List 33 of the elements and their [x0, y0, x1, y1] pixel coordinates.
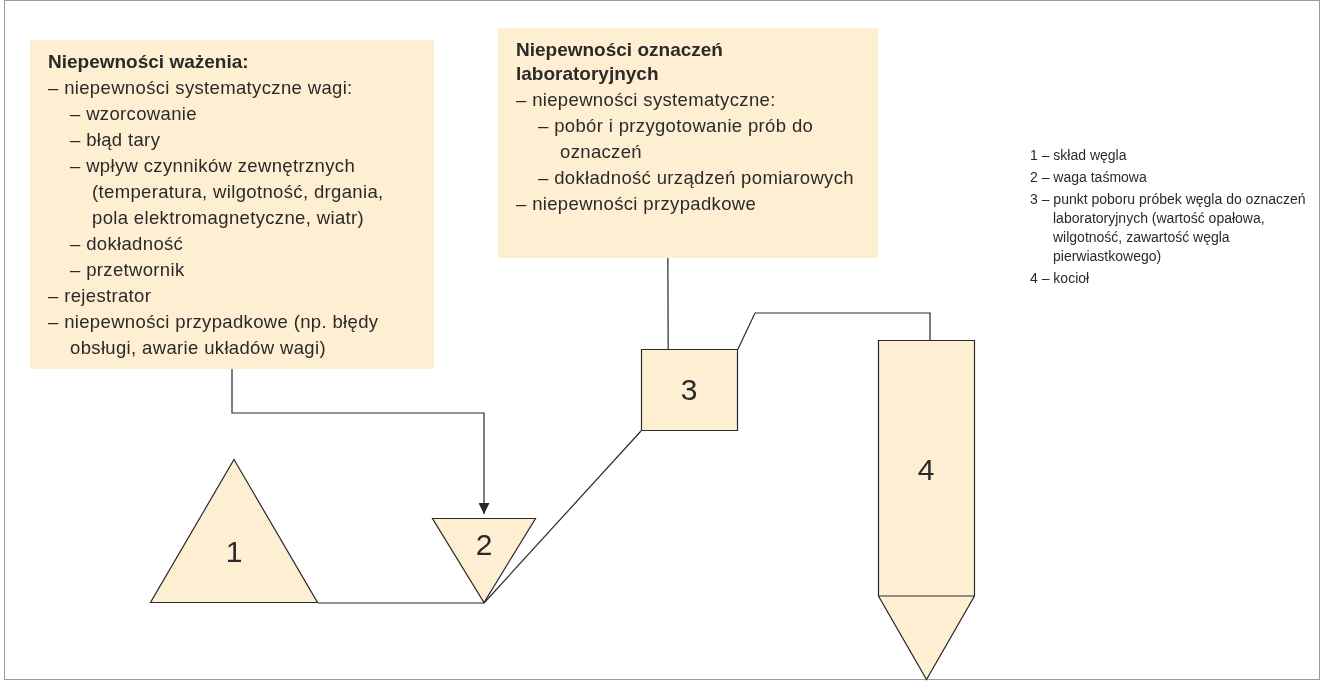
key-entry: 4 – kocioł: [1030, 269, 1091, 288]
note-box: [498, 28, 878, 258]
box-heading: Niepewności ważenia:: [48, 50, 250, 74]
connector-line: [483, 430, 642, 604]
inverted-triangle-symbol: [432, 518, 536, 603]
list-item: – pobór i przygotowanie prób do oznaczeń: [537, 114, 815, 164]
arrow: [231, 368, 490, 515]
box-heading: Niepewności oznaczeń laboratoryjnych: [516, 38, 724, 86]
square-symbol: [641, 349, 738, 431]
note-box: [30, 40, 434, 369]
list-item: – dokładność: [69, 232, 185, 256]
list-item: – przetwornik: [69, 258, 186, 282]
node-number: 3: [679, 375, 699, 405]
list-item: – niepewności systematyczne wagi:: [48, 76, 354, 100]
list-item: – dokładność urządzeń pomiarowych: [537, 166, 855, 190]
key-entry: 1 – skład węgla: [1030, 146, 1128, 165]
connector-line: [317, 602, 485, 604]
list-item: – wpływ czynników zewnętrznych (temperatura, wilgotność, drgania, pola elektromagnetyczne, wiatr): [69, 154, 385, 230]
connector-line: [667, 257, 669, 350]
key-entry: 3 – punkt poboru próbek węgla do oznaczeń laboratoryjnych (wartość opałowa, wilgotność, zawartość węgla pierwiastkowego): [1030, 190, 1307, 266]
list-item: – niepewności przypadkowe (np. błędy obsługi, awarie układów wagi): [48, 310, 380, 360]
list-item: – niepewności systematyczne:: [516, 88, 777, 112]
boiler-symbol: [878, 340, 975, 680]
list-item: – wzorcowanie: [69, 102, 198, 126]
node-number: 4: [916, 455, 936, 485]
list-item: – błąd tary: [69, 128, 162, 152]
node-number: 2: [474, 530, 494, 560]
key-entry: 2 – waga taśmowa: [1030, 168, 1148, 187]
list-item: – niepewności przypadkowe: [516, 192, 758, 216]
list-item: – rejestrator: [48, 284, 153, 308]
node-number: 1: [224, 537, 244, 567]
connector-line: [737, 312, 931, 350]
triangle-symbol: [150, 459, 318, 603]
